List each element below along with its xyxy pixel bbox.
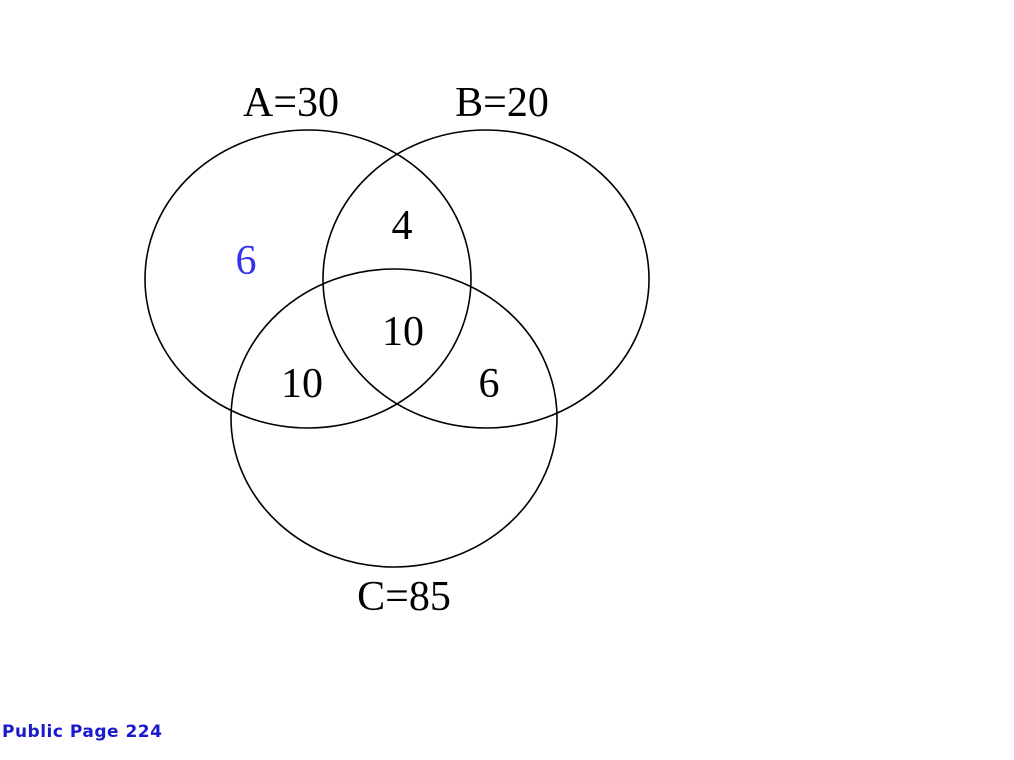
region-b-and-c: 6: [479, 361, 500, 407]
circle-c: [230, 268, 558, 568]
region-a-b-c: 10: [382, 309, 424, 355]
set-a-label: A=30: [243, 80, 339, 126]
region-a-only: 6: [236, 238, 257, 284]
set-c-label: C=85: [357, 574, 451, 620]
region-a-and-c: 10: [281, 361, 323, 407]
region-a-and-b: 4: [392, 203, 413, 249]
circle-a: [144, 129, 472, 429]
page-footer: Public Page 224: [2, 722, 163, 742]
circle-b: [322, 129, 650, 429]
set-b-label: B=20: [455, 80, 549, 126]
